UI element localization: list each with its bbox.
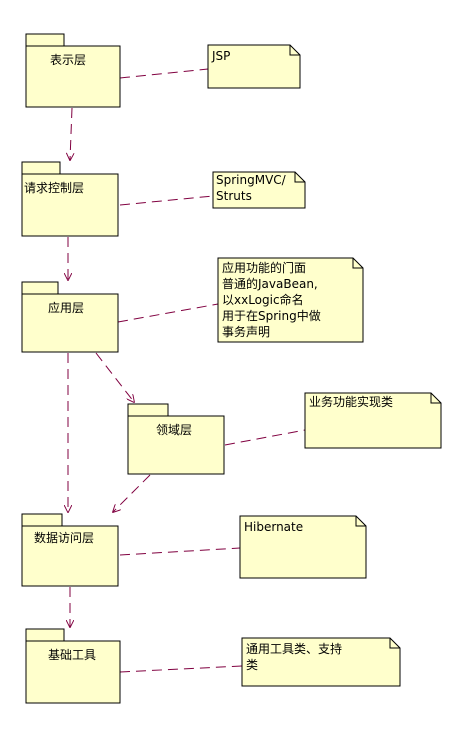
note-text-domain: 业务功能实现类	[309, 394, 393, 409]
link-jsp	[119, 68, 209, 79]
package-request-control: 请求控制层	[21, 161, 119, 237]
package-label-presentation: 表示层	[50, 53, 86, 67]
package-label-request-control: 请求控制层	[24, 181, 84, 195]
note-links	[117, 68, 306, 673]
note-application: 应用功能的门面 普通的JavaBean, 以xxLogic命名 用于在Sprin…	[217, 257, 364, 343]
note-text-application-4: 用于在Spring中做	[222, 308, 321, 323]
note-text-hibernate: Hibernate	[244, 520, 303, 534]
note-text-application-5: 事务声明	[222, 324, 270, 339]
package-data-access: 数据访问层	[21, 513, 119, 587]
note-text-application-2: 普通的JavaBean,	[222, 276, 318, 291]
note-text-springmvc-2: Struts	[216, 189, 252, 203]
package-label-data-access: 数据访问层	[34, 530, 94, 545]
link-application-note	[117, 303, 219, 323]
package-presentation: 表示层	[25, 33, 121, 108]
note-text-springmvc-1: SpringMVC/	[216, 173, 287, 187]
package-domain: 领域层	[127, 403, 225, 475]
package-application: 应用层	[21, 281, 119, 353]
package-foundation: 基础工具	[25, 628, 121, 704]
note-domain: 业务功能实现类	[304, 392, 442, 449]
note-text-application-3: 以xxLogic命名	[222, 292, 304, 307]
arrow-domain-to-data-access	[113, 474, 151, 512]
note-hibernate: Hibernate	[239, 515, 367, 579]
note-foundation: 通用工具类、支持 类	[241, 637, 401, 687]
package-label-domain: 领域层	[156, 423, 192, 437]
arrow-application-to-domain	[95, 352, 134, 402]
link-foundation-note	[119, 665, 243, 673]
link-springmvc	[119, 195, 214, 206]
arrow-presentation-to-request	[70, 107, 72, 160]
link-hibernate	[119, 547, 241, 556]
note-text-application-1: 应用功能的门面	[222, 260, 306, 275]
link-domain-note	[224, 429, 306, 446]
note-springmvc: SpringMVC/ Struts	[212, 171, 306, 209]
package-label-application: 应用层	[48, 300, 84, 315]
dependency-arrows	[68, 107, 151, 627]
note-jsp: JSP	[207, 44, 301, 89]
note-text-jsp: JSP	[211, 49, 230, 63]
note-text-foundation-2: 类	[246, 658, 258, 672]
package-label-foundation: 基础工具	[48, 648, 96, 662]
note-text-foundation-1: 通用工具类、支持	[246, 641, 342, 656]
